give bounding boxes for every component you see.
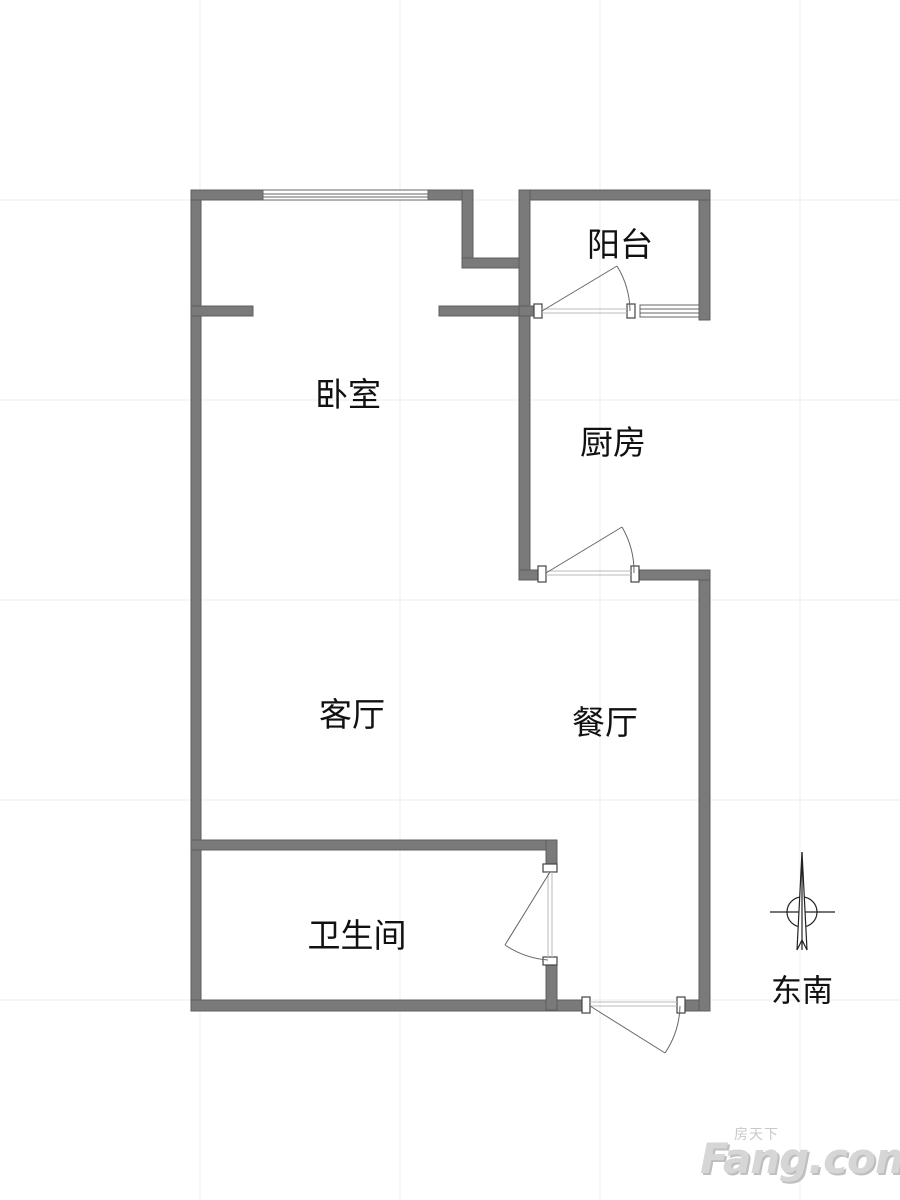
wall-kitchen-bottom-a — [518, 569, 540, 581]
room-label-living-room: 客厅 — [319, 695, 385, 734]
door-jambs — [533, 303, 686, 1014]
wall-right-upper — [698, 189, 711, 321]
wall-bottom-left — [190, 999, 586, 1012]
door-kitchen — [545, 526, 635, 576]
compass-orientation-label: 东南 — [771, 973, 833, 1010]
walls — [190, 189, 711, 1012]
wall-bedroom-stub-right — [438, 305, 532, 317]
windows — [262, 189, 700, 318]
room-label-bedroom: 卧室 — [315, 375, 381, 414]
room-label-dining-room: 餐厅 — [572, 703, 638, 742]
watermark-main: Fang.com — [700, 1134, 900, 1183]
wall-top-left-a — [190, 189, 264, 201]
room-label-kitchen: 厨房 — [580, 423, 646, 462]
window-balcony — [639, 304, 700, 318]
wall-bathroom-right-b — [545, 959, 558, 1011]
room-label-bathroom: 卫生间 — [307, 916, 407, 955]
wall-right-lower — [698, 569, 711, 1012]
door-balcony — [541, 265, 631, 314]
wall-notch-vertical — [461, 189, 474, 269]
wall-kitchen-left — [518, 189, 531, 581]
door-bathroom — [504, 871, 553, 961]
north-arrow-icon — [770, 851, 835, 951]
room-label-balcony: 阳台 — [587, 225, 653, 264]
doors — [504, 265, 681, 1054]
watermark-logo: 房天下 Fang.com — [700, 1124, 900, 1194]
window-bedroom — [262, 189, 429, 201]
door-entry — [589, 1001, 681, 1054]
wall-bathroom-top — [190, 839, 558, 851]
wall-kitchen-bottom-b — [636, 569, 711, 581]
watermark-sub: 房天下 — [734, 1127, 779, 1143]
wall-top-right — [518, 189, 711, 201]
wall-bedroom-stub-left — [190, 305, 254, 317]
